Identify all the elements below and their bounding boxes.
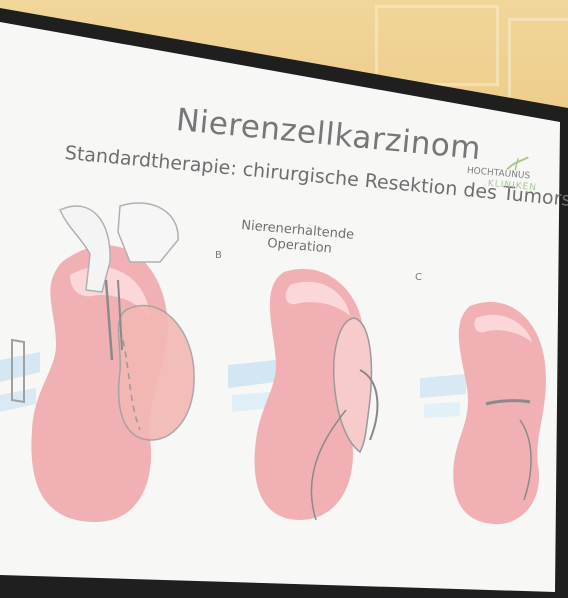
panel-label-b: B bbox=[215, 250, 222, 261]
hochtaunus-kliniken-logo: HOCHTAUNUS KLINIKEN bbox=[465, 158, 548, 205]
panel-label-c: C bbox=[415, 272, 422, 283]
logo-text-line2: KLINIKEN bbox=[487, 179, 537, 193]
